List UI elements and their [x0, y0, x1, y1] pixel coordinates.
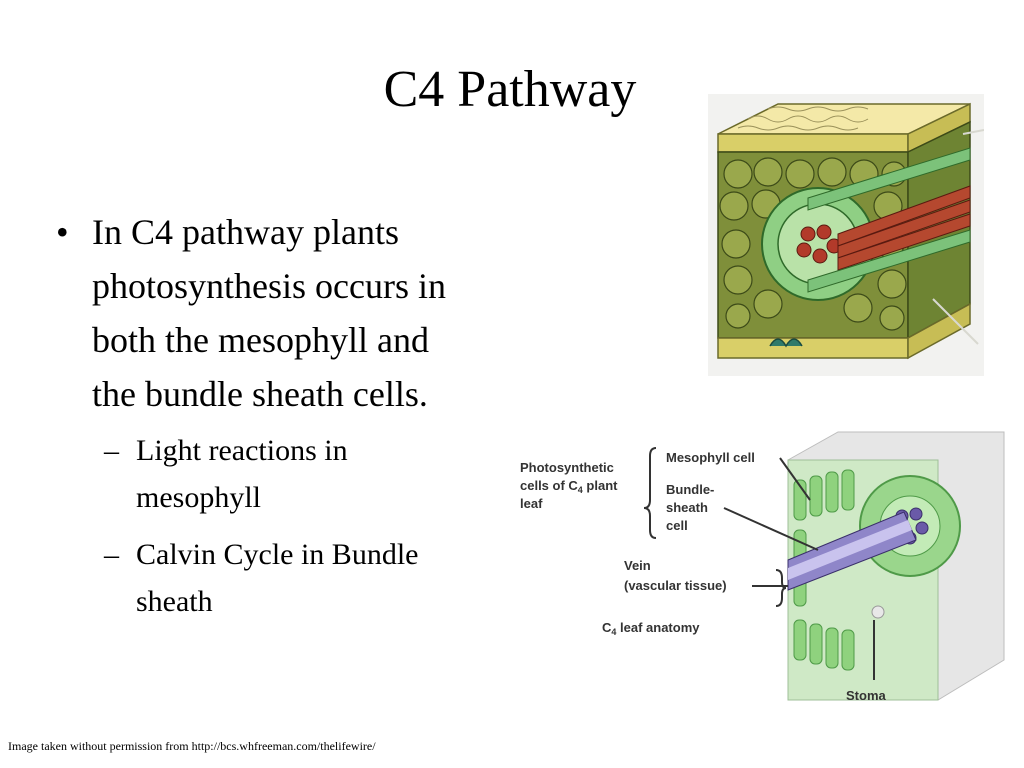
bundle-sheath-label: cell [666, 518, 688, 533]
c4-leaf-anatomy-diagram: Photosynthetic cells of C4 plant leaf Me… [520, 431, 1005, 703]
stoma-label: Stoma [846, 688, 887, 703]
sub-bullet-line: Light reactions in [136, 434, 348, 467]
bullet-line: the bundle sheath cells. [92, 374, 428, 414]
sub-bullet-line: Calvin Cycle in Bundle [136, 538, 419, 571]
photosynthetic-cells-label: cells of C4 plant [520, 478, 618, 495]
leaf-cross-section-block-image [708, 94, 984, 376]
sub-bullet-symbol: – [104, 538, 119, 571]
bullet-line: In C4 pathway plants [92, 212, 399, 252]
sub-bullet-item: – Light reactions in mesophyll [52, 427, 552, 521]
bundle-sheath-label: sheath [666, 500, 708, 515]
vein-label: (vascular tissue) [624, 578, 727, 593]
bullet-line: both the mesophyll and [92, 320, 429, 360]
sub-bullet-line: mesophyll [136, 481, 261, 514]
c4-leaf-anatomy-label: C4 leaf anatomy [602, 620, 700, 637]
mesophyll-cell-label: Mesophyll cell [666, 450, 755, 465]
image-credit: Image taken without permission from http… [8, 739, 376, 753]
bundle-sheath-label: Bundle- [666, 482, 714, 497]
vein-label: Vein [624, 558, 651, 573]
photosynthetic-cells-label: leaf [520, 496, 543, 511]
bullet-item: • In C4 pathway plants photosynthesis oc… [52, 205, 552, 421]
sub-bullet-item: – Calvin Cycle in Bundle sheath [52, 531, 552, 625]
bullet-line: photosynthesis occurs in [92, 266, 446, 306]
photosynthetic-cells-label: Photosynthetic [520, 460, 614, 475]
bullet-symbol: • [56, 212, 69, 252]
sub-bullet-symbol: – [104, 434, 119, 467]
bullet-list: • In C4 pathway plants photosynthesis oc… [52, 205, 552, 625]
sub-bullet-line: sheath [136, 585, 213, 618]
page-title: C4 Pathway [383, 61, 637, 118]
